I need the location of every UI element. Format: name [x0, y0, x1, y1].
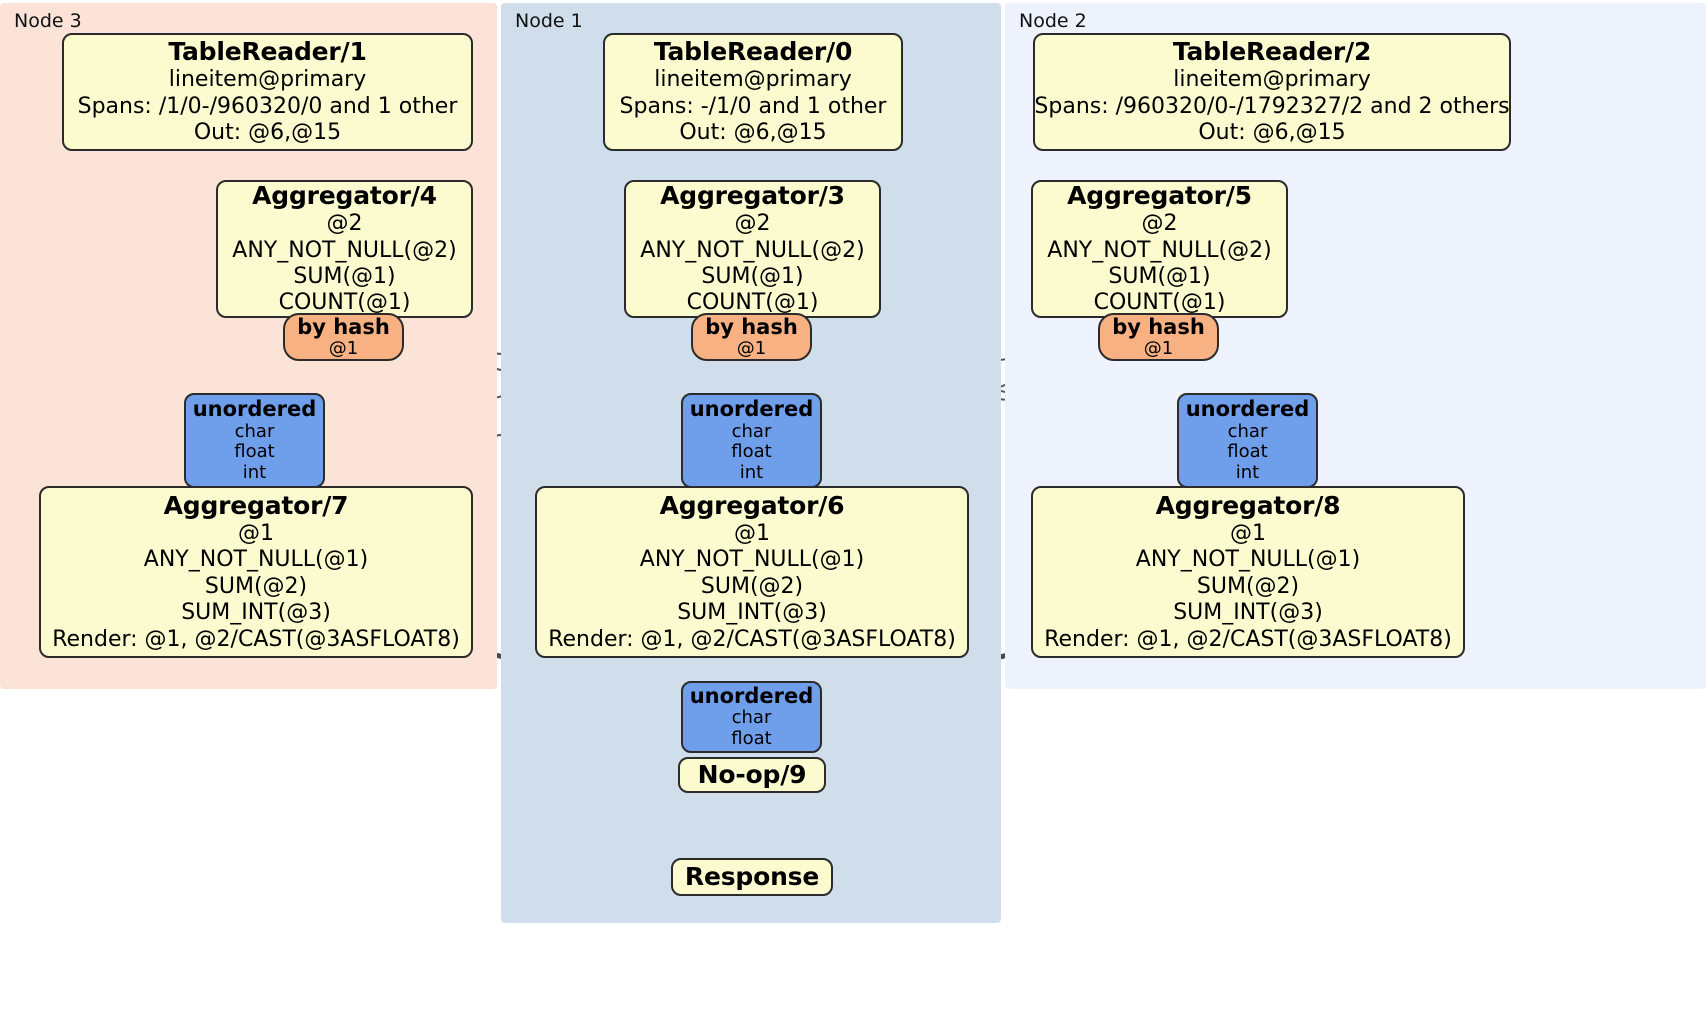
processor-title: Aggregator/8 — [1155, 491, 1341, 521]
detail-line: char — [234, 420, 275, 442]
detail-line: SUM(@2) — [1196, 573, 1300, 599]
detail-line: SUM(@2) — [700, 573, 804, 599]
processor-title: Aggregator/6 — [659, 491, 845, 521]
detail-line: ANY_NOT_NULL(@1) — [639, 547, 865, 573]
processor-box-noop9[interactable]: No-op/9 — [678, 757, 826, 793]
processor-title: TableReader/0 — [653, 37, 853, 67]
router-title: unordered — [1185, 397, 1310, 422]
detail-line: @1 — [734, 521, 770, 547]
detail-line: lineitem@primary — [1173, 67, 1371, 93]
detail-line: @1 — [1230, 521, 1266, 547]
router-title: unordered — [689, 397, 814, 422]
detail-line: @1 — [736, 337, 767, 359]
router-by-hash-hash5[interactable]: by hash@1 — [1098, 313, 1219, 361]
detail-line: ANY_NOT_NULL(@2) — [232, 237, 457, 263]
processor-title: TableReader/1 — [168, 37, 367, 67]
processor-title: Aggregator/4 — [252, 181, 437, 211]
detail-line: int — [1235, 461, 1260, 483]
detail-line: SUM_INT(@3) — [181, 600, 331, 626]
router-title: by hash — [1112, 314, 1205, 339]
detail-line: @2 — [1141, 211, 1178, 237]
processor-title: No-op/9 — [697, 760, 807, 789]
detail-line: Spans: /960320/0-/1792327/2 and 2 others — [1034, 93, 1510, 119]
detail-line: int — [739, 461, 764, 483]
detail-line: Spans: -/1/0 and 1 other — [619, 93, 887, 119]
detail-line: Out: @6,@15 — [679, 120, 827, 146]
detail-line: ANY_NOT_NULL(@2) — [1047, 237, 1272, 263]
detail-line: Spans: /1/0-/960320/0 and 1 other — [77, 93, 458, 119]
router-by-hash-hash4[interactable]: by hash@1 — [283, 313, 404, 361]
detail-line: SUM(@1) — [293, 264, 396, 289]
detail-line: char — [731, 420, 772, 442]
detail-line: COUNT(@1) — [686, 290, 819, 316]
detail-line: COUNT(@1) — [278, 290, 411, 316]
detail-line: SUM_INT(@3) — [1173, 600, 1323, 626]
detail-line: float — [234, 441, 275, 463]
detail-line: lineitem@primary — [654, 67, 852, 93]
detail-line: SUM(@1) — [1108, 264, 1211, 289]
detail-line: Out: @6,@15 — [193, 120, 342, 146]
node-panel-label-node1: Node 1 — [515, 10, 583, 32]
detail-line: float — [731, 441, 772, 463]
detail-line: SUM_INT(@3) — [677, 600, 827, 626]
detail-line: Render: @1, @2/CAST(@3ASFLOAT8) — [1044, 626, 1452, 652]
detail-line: COUNT(@1) — [1093, 290, 1226, 316]
detail-line: ANY_NOT_NULL(@1) — [143, 547, 369, 573]
detail-line: Render: @1, @2/CAST(@3ASFLOAT8) — [548, 626, 956, 652]
detail-line: Render: @1, @2/CAST(@3ASFLOAT8) — [52, 626, 460, 652]
processor-title: Aggregator/3 — [660, 181, 845, 211]
detail-line: SUM(@2) — [204, 573, 308, 599]
router-title: unordered — [689, 684, 814, 709]
detail-line: @1 — [328, 337, 359, 359]
processor-title: Response — [684, 862, 820, 891]
node-panel-label-node2: Node 2 — [1019, 10, 1087, 32]
router-title: unordered — [192, 397, 317, 422]
detail-line: @1 — [238, 521, 274, 547]
detail-line: SUM(@1) — [701, 264, 804, 289]
router-title: by hash — [705, 314, 798, 339]
router-by-hash-hash3[interactable]: by hash@1 — [691, 313, 812, 361]
detail-line: float — [731, 728, 772, 750]
detail-line: Out: @6,@15 — [1198, 120, 1346, 146]
detail-line: float — [1227, 441, 1268, 463]
router-title: by hash — [297, 314, 390, 339]
detail-line: @2 — [326, 211, 363, 237]
detail-line: ANY_NOT_NULL(@2) — [640, 237, 865, 263]
detail-line: @1 — [1143, 337, 1174, 359]
detail-line: lineitem@primary — [168, 67, 367, 93]
processor-box-response[interactable]: Response — [671, 858, 833, 896]
detail-line: char — [731, 707, 772, 729]
detail-line: @2 — [734, 211, 771, 237]
processor-title: Aggregator/7 — [163, 491, 349, 521]
node-panel-label-node3: Node 3 — [14, 10, 82, 32]
detail-line: int — [242, 461, 267, 483]
processor-title: TableReader/2 — [1172, 37, 1372, 67]
detail-line: char — [1227, 420, 1268, 442]
processor-title: Aggregator/5 — [1067, 181, 1252, 211]
detail-line: ANY_NOT_NULL(@1) — [1135, 547, 1361, 573]
